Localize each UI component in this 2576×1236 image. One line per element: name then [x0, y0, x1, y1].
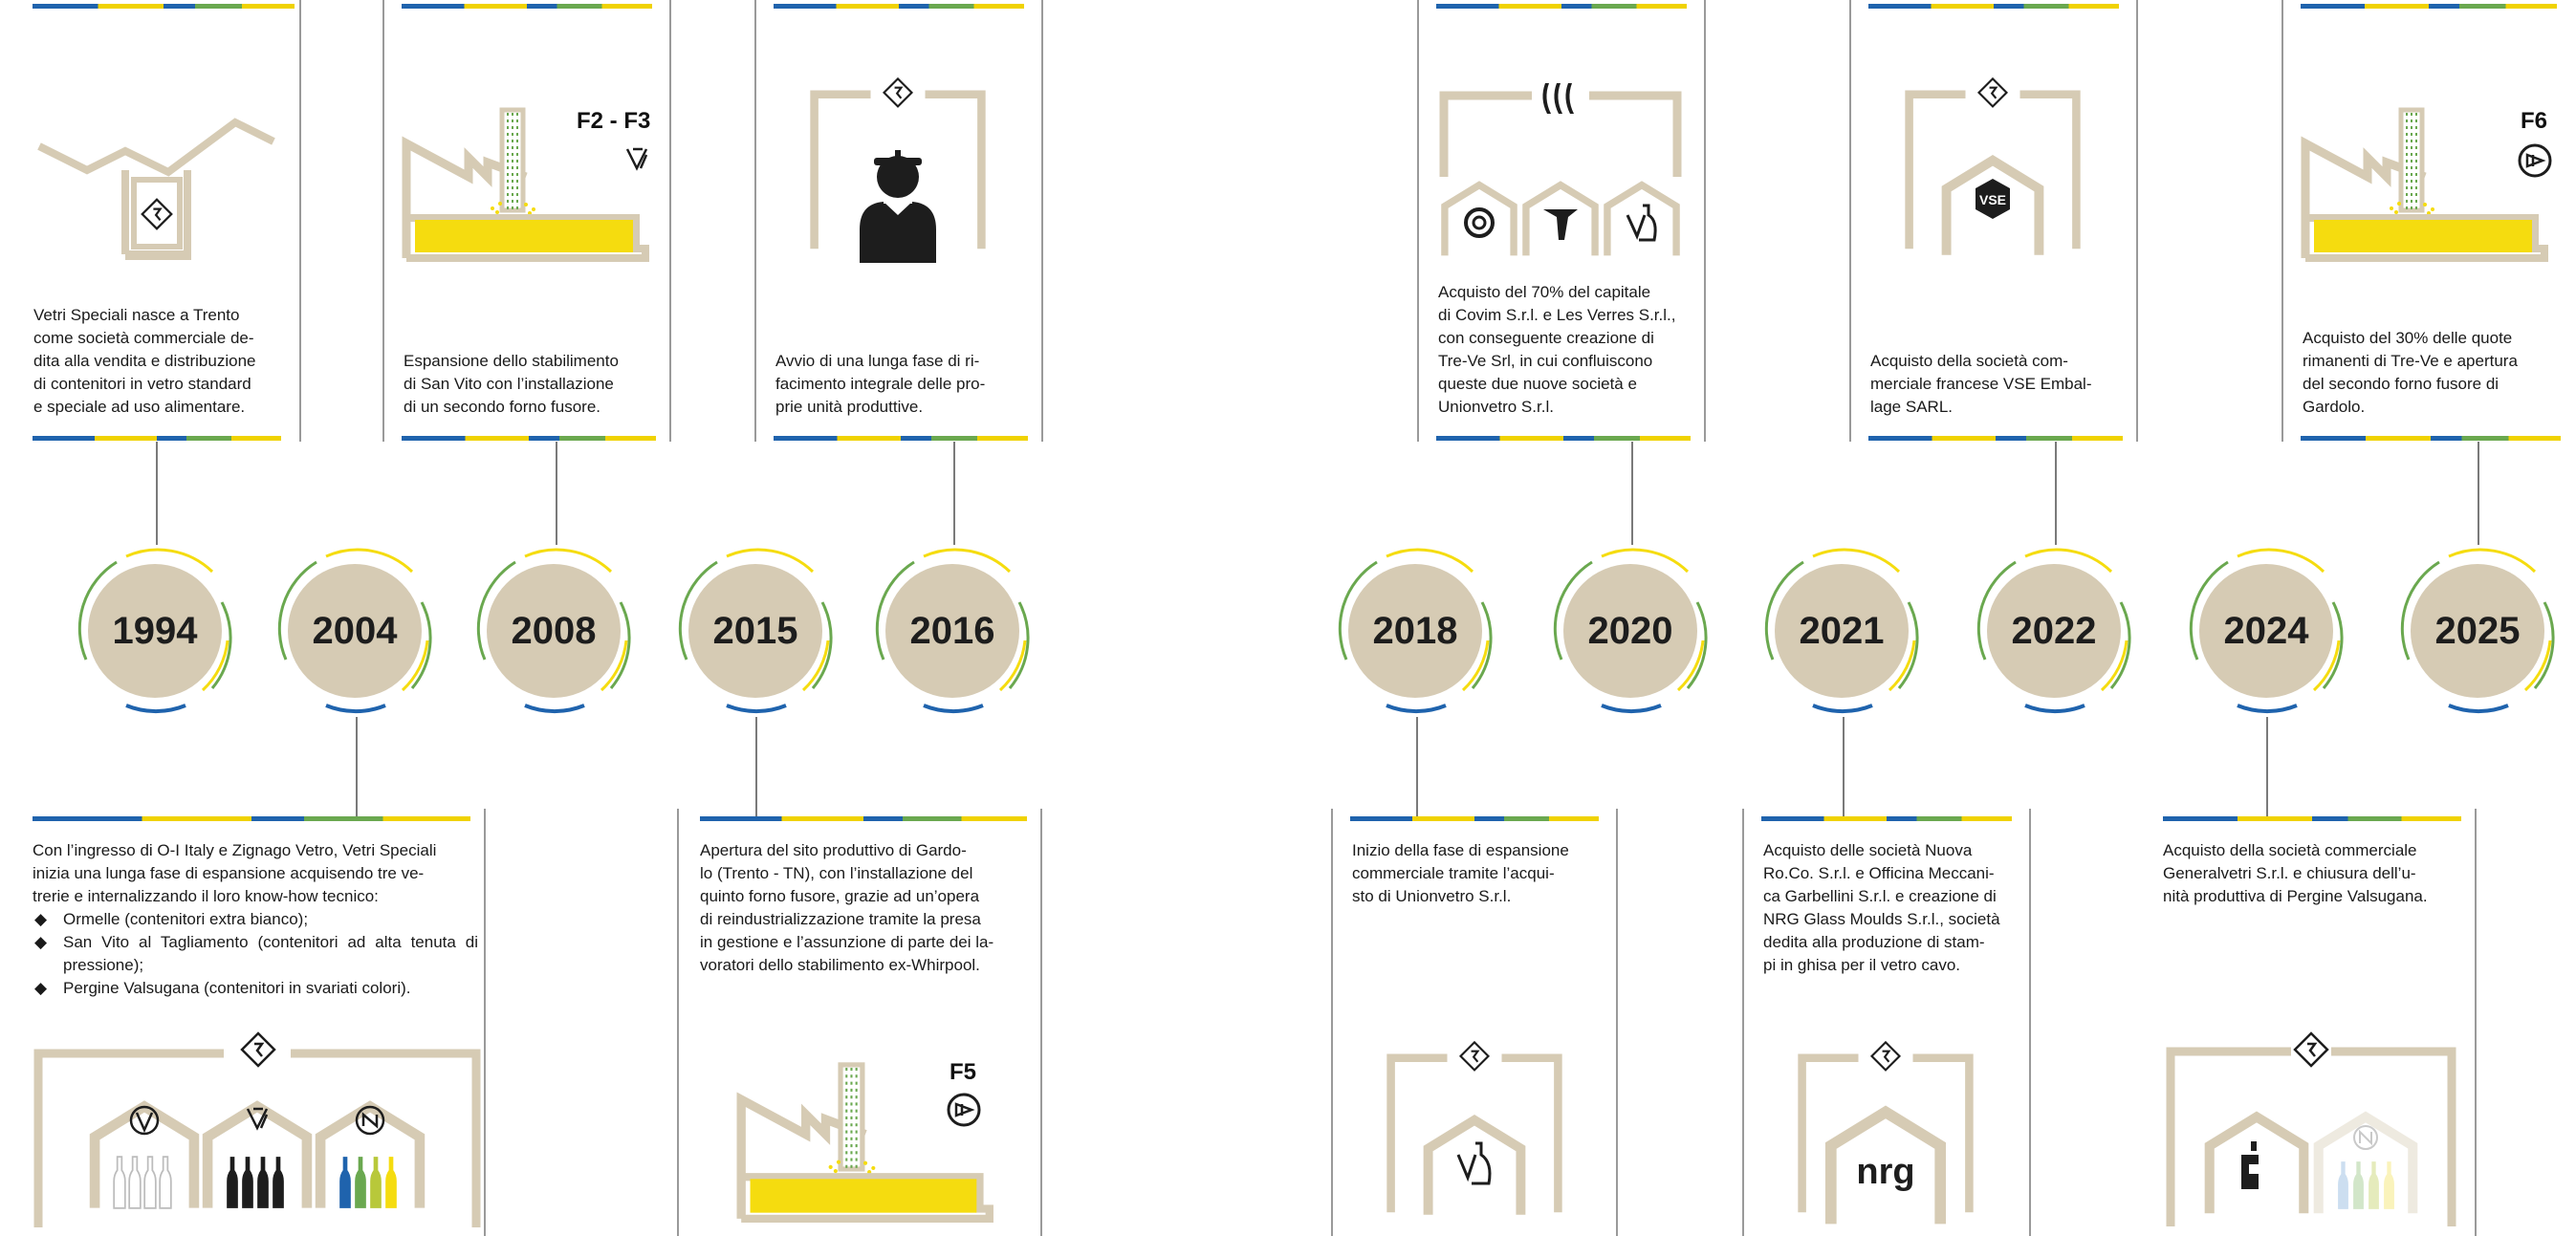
ormelle-logo-icon [129, 1105, 160, 1136]
year-label: 2020 [1587, 609, 1673, 652]
connector-2021 [1843, 717, 1845, 816]
bullet-ormelle: Ormelle (contenitori extra bianco); [33, 908, 478, 931]
furnace-illustration [2301, 105, 2549, 268]
year-label: 2008 [511, 609, 597, 652]
year-node-2016: 2016 [866, 545, 1038, 717]
connector-2022 [2055, 442, 2057, 545]
event-card-2015: Apertura del sito produttivo di Gardo-lo… [677, 809, 1042, 1236]
worker-illustration [807, 72, 989, 263]
connector-2018 [1416, 717, 1418, 816]
glassworks-illustration [33, 1027, 482, 1227]
pergine-logo-icon [355, 1105, 385, 1136]
connector-2008 [556, 442, 557, 545]
f6-circle-icon [2516, 141, 2554, 180]
year-node-2022: 2022 [1968, 545, 2140, 717]
furnace-tag-2015: F5 [950, 1059, 977, 1085]
generalvetri-logo-icon [2241, 1141, 2259, 1189]
furnace-tag-2008: F2 - F3 [577, 108, 651, 134]
unionvetro-logo-icon [1456, 1141, 1492, 1185]
year-label: 2018 [1372, 609, 1458, 652]
unionvetro-logo-icon [1626, 204, 1657, 242]
san-vito-logo-icon [246, 1107, 269, 1131]
tre-ve-logo-icon [1542, 83, 1574, 114]
event-card-2022: VSE Acquisto della società com-merciale … [1849, 0, 2138, 442]
f5-circle-icon [945, 1091, 983, 1129]
year-label: 2016 [909, 609, 995, 652]
year-label: 2021 [1799, 609, 1885, 652]
year-node-2004: 2004 [269, 545, 441, 717]
furnace-tag-2025: F6 [2521, 108, 2548, 134]
event-card-2004: Con l’ingresso di O-I Italy e Zignago Ve… [10, 809, 486, 1236]
year-label: 2024 [2223, 609, 2309, 652]
event-card-2016: Avvio di una lunga fase di ri-facimento … [754, 0, 1043, 442]
event-text-2016: Avvio di una lunga fase di ri-facimento … [775, 352, 986, 416]
vse-logo-icon: VSE [1976, 179, 2010, 219]
connector-2025 [2478, 442, 2479, 545]
year-label: 1994 [112, 609, 198, 652]
year-label: 2015 [712, 609, 798, 652]
year-node-2021: 2021 [1756, 545, 1928, 717]
vse-illustration: VSE [1902, 72, 2084, 263]
year-node-2018: 2018 [1329, 545, 1501, 717]
event-text-2004: Con l’ingresso di O-I Italy e Zignago Ve… [33, 839, 478, 1000]
event-text-2022: Acquisto della società com-merciale fran… [1870, 352, 2092, 416]
nrg-logo-icon: nrg [1856, 1152, 1914, 1192]
connector-2020 [1631, 442, 1633, 545]
founding-illustration [34, 113, 293, 266]
connector-1994 [156, 442, 158, 545]
nrg-illustration: nrg [1795, 1021, 1976, 1231]
tre-ve-illustration [1436, 72, 1685, 263]
les-verres-logo-icon [1543, 209, 1578, 240]
bullet-san-vito: San Vito al Tagliamento (contenitori ad … [33, 931, 478, 977]
year-node-1994: 1994 [69, 545, 241, 717]
san-vito-logo-icon [623, 145, 650, 172]
connector-2024 [2266, 717, 2268, 816]
year-node-2015: 2015 [669, 545, 841, 717]
bullet-pergine: Pergine Valsugana (contenitori in svaria… [33, 977, 478, 1000]
covim-logo-icon [1464, 207, 1495, 238]
year-label: 2004 [312, 609, 398, 652]
year-label: 2025 [2434, 609, 2521, 652]
year-node-2025: 2025 [2391, 545, 2564, 717]
year-node-2008: 2008 [468, 545, 640, 717]
unionvetro-illustration [1384, 1021, 1565, 1231]
year-node-2024: 2024 [2180, 545, 2352, 717]
generalvetri-illustration [2165, 1021, 2457, 1231]
svg-text:VSE: VSE [1979, 192, 2006, 207]
year-node-2020: 2020 [1544, 545, 1716, 717]
connector-2016 [953, 442, 955, 545]
year-label: 2022 [2011, 609, 2097, 652]
connector-2004 [356, 717, 358, 816]
connector-2015 [755, 717, 757, 816]
event-text-2015: Apertura del sito produttivo di Gardo-lo… [700, 841, 994, 974]
